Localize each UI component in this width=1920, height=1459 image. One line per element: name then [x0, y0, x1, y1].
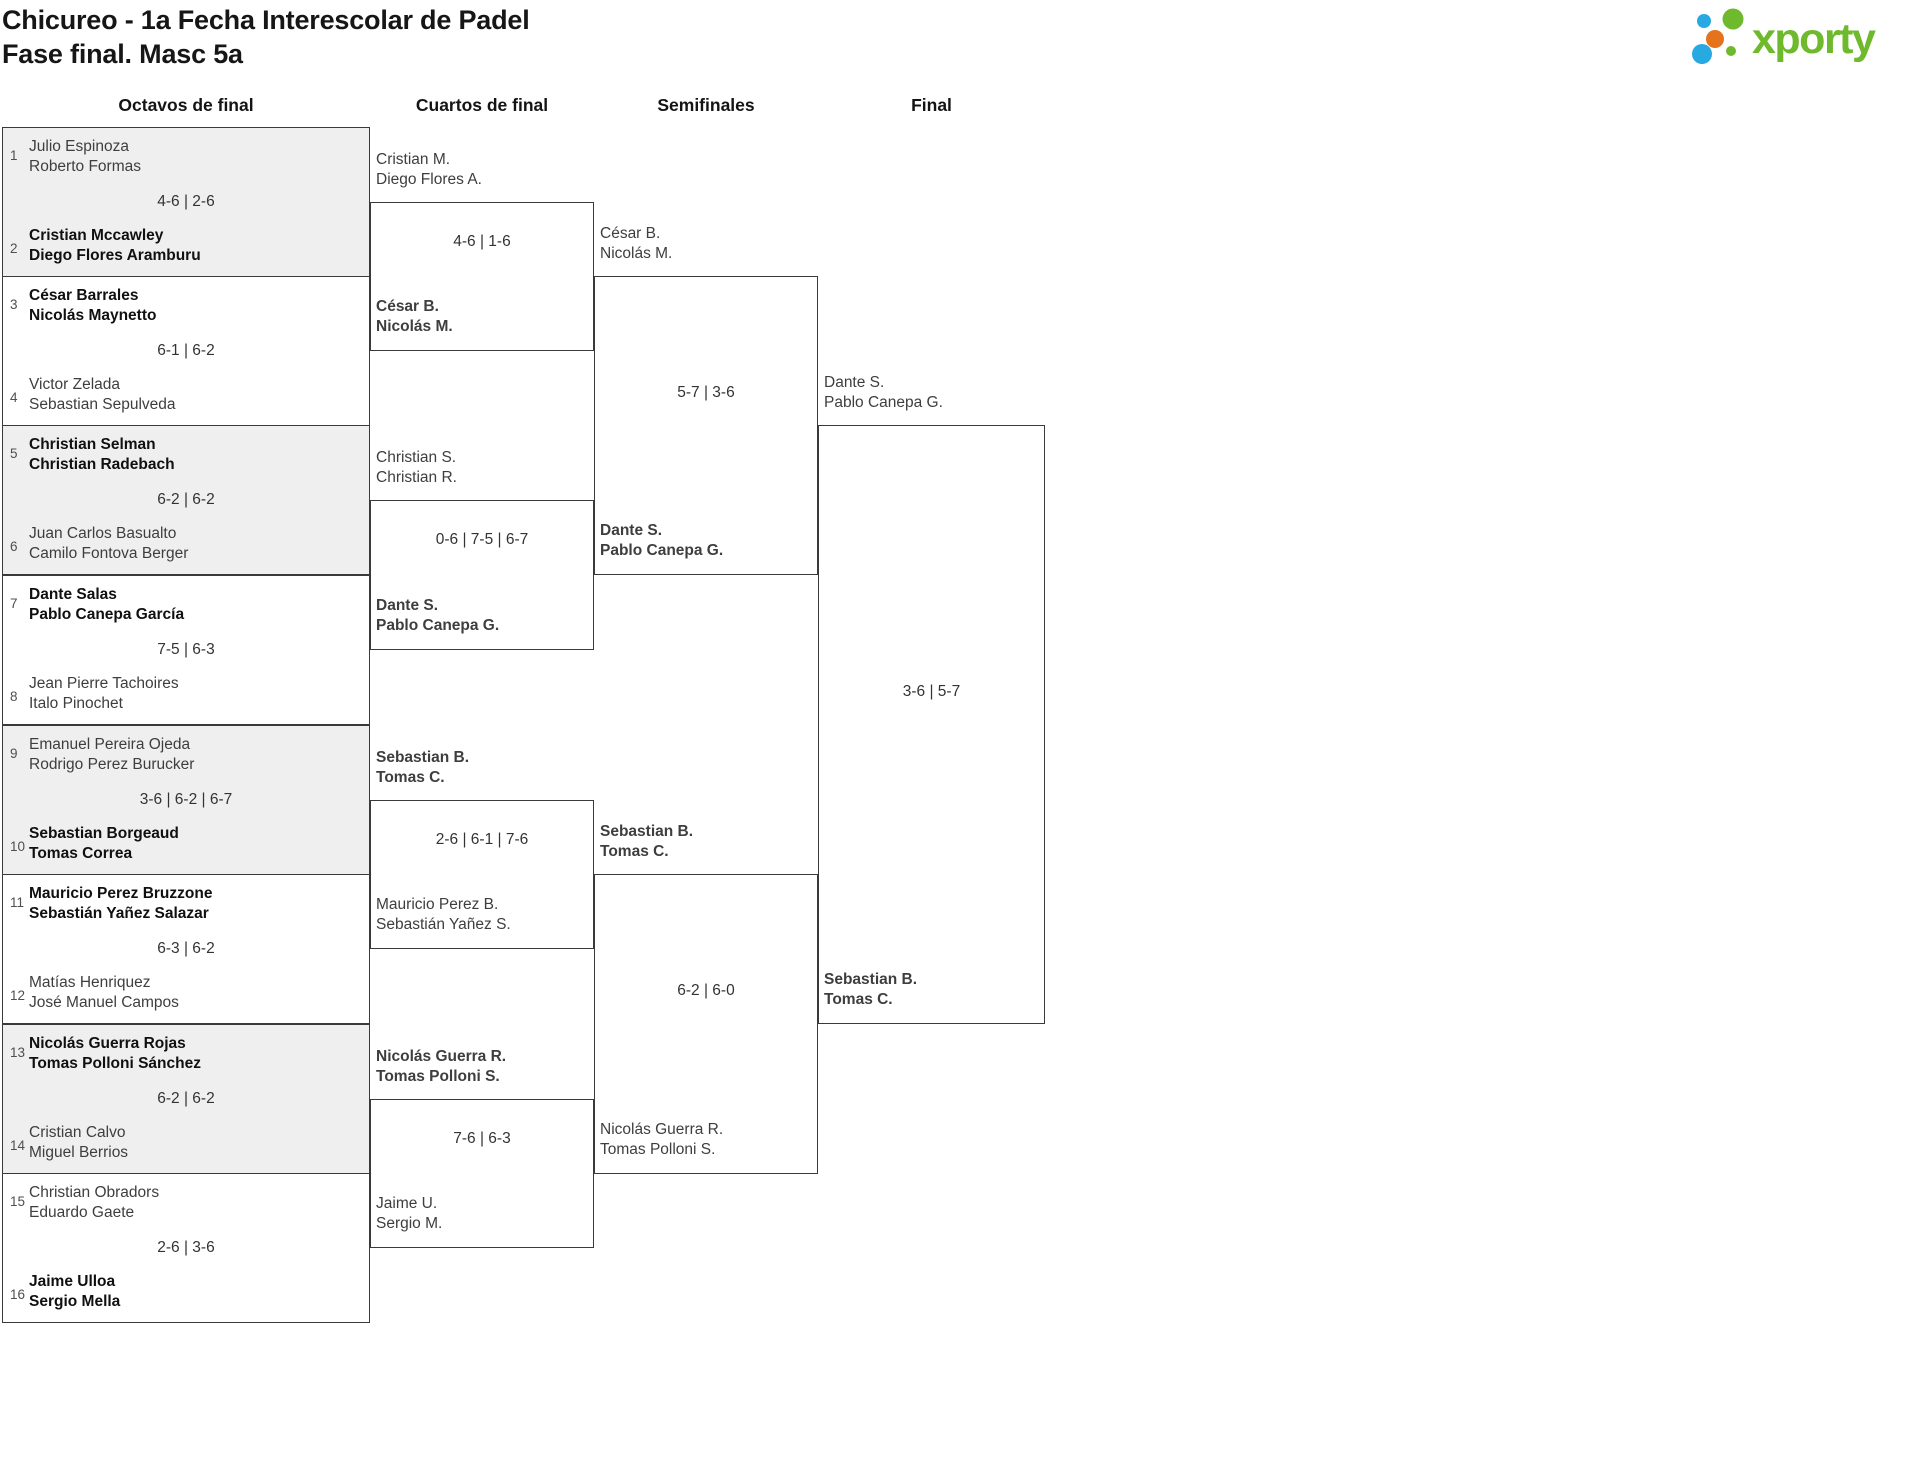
tournament-title: Chicureo - 1a Fecha Interescolar de Pade… [2, 5, 530, 35]
round-header-cuartos: Cuartos de final [415, 95, 549, 115]
round-header-final: Final [911, 95, 952, 115]
seed-number: 16 [10, 1287, 26, 1302]
match-score: 7-5 | 6-3 [157, 641, 215, 658]
seed-number: 3 [10, 297, 18, 312]
match-score: 6-2 | 6-2 [157, 491, 215, 508]
cuartos-3-score: 2-6 | 6-1 | 7-6 [435, 831, 529, 848]
final-team-top: Dante S.Pablo Canepa G. [824, 374, 943, 411]
seed-number: 11 [10, 895, 25, 910]
semifinal-1-team-bottom-winner: Dante S.Pablo Canepa G. [600, 522, 724, 559]
cuartos-4-team-bottom: Jaime U.Sergio M. [376, 1195, 443, 1232]
seed-number: 1 [10, 148, 18, 163]
match-cuartos-1-box [370, 202, 594, 351]
semifinal-2-team-top-winner: Sebastian B.Tomas C. [600, 823, 694, 860]
cuartos-1-team-top: Cristian M.Diego Flores A. [376, 151, 482, 188]
cuartos-4-score: 7-6 | 6-3 [453, 1130, 511, 1147]
cuartos-2-score: 0-6 | 7-5 | 6-7 [435, 531, 529, 548]
phase-subtitle: Fase final. Masc 5a [2, 39, 243, 69]
round-header-octavos: Octavos de final [118, 95, 254, 115]
seed-number: 10 [10, 839, 26, 854]
final-team-bottom-winner: Sebastian B.Tomas C. [824, 971, 918, 1008]
seed-number: 13 [10, 1045, 26, 1060]
match-score: 3-6 | 6-2 | 6-7 [139, 791, 233, 808]
xporty-dots-icon [1690, 5, 1752, 72]
match-cuartos-3-box [370, 800, 594, 949]
cuartos-4-team-top-winner: Nicolás Guerra R.Tomas Polloni S. [376, 1048, 507, 1085]
page-title: Chicureo - 1a Fecha Interescolar de Pade… [2, 3, 530, 71]
seed-number: 15 [10, 1194, 26, 1209]
seed-number: 2 [10, 241, 18, 256]
final-score: 3-6 | 5-7 [902, 683, 961, 700]
seed-number: 7 [10, 596, 18, 611]
match-semifinal-2-box [594, 874, 818, 1174]
cuartos-3-team-bottom: Mauricio Perez B.Sebastián Yañez S. [376, 896, 511, 933]
match-cuartos-2-box [370, 500, 594, 650]
cuartos-1-team-bottom-winner: César B.Nicolás M. [376, 298, 453, 335]
seed-number: 5 [10, 446, 18, 461]
logo-wordmark: xporty [1752, 14, 1876, 63]
semifinal-1-score: 5-7 | 3-6 [677, 384, 735, 401]
cuartos-3-team-top-winner: Sebastian B.Tomas C. [376, 749, 470, 786]
cuartos-2-team-top: Christian S.Christian R. [376, 449, 457, 486]
semifinal-2-team-bottom: Nicolás Guerra R.Tomas Polloni S. [600, 1121, 724, 1158]
match-final-box [818, 425, 1045, 1024]
cuartos-1-score: 4-6 | 1-6 [453, 233, 511, 250]
match-score: 6-2 | 6-2 [157, 1090, 215, 1107]
match-score: 4-6 | 2-6 [157, 193, 215, 210]
seed-number: 4 [10, 390, 18, 405]
match-score: 6-1 | 6-2 [157, 342, 215, 359]
seed-number: 14 [10, 1138, 26, 1153]
match-semifinal-1-box [594, 276, 818, 575]
xporty-logo[interactable]: xporty [1690, 5, 1876, 72]
match-score: 2-6 | 3-6 [157, 1239, 215, 1256]
seed-number: 6 [10, 539, 18, 554]
match-cuartos-4-box [370, 1099, 594, 1248]
match-score: 6-3 | 6-2 [157, 940, 215, 957]
semifinal-2-score: 6-2 | 6-0 [677, 982, 735, 999]
semifinal-1-team-top: César B.Nicolás M. [600, 225, 673, 262]
cuartos-2-team-bottom-winner: Dante S.Pablo Canepa G. [376, 597, 500, 634]
seed-number: 8 [10, 689, 18, 704]
seed-number: 9 [10, 746, 18, 761]
round-header-semifinales: Semifinales [657, 95, 755, 115]
seed-number: 12 [10, 988, 26, 1003]
